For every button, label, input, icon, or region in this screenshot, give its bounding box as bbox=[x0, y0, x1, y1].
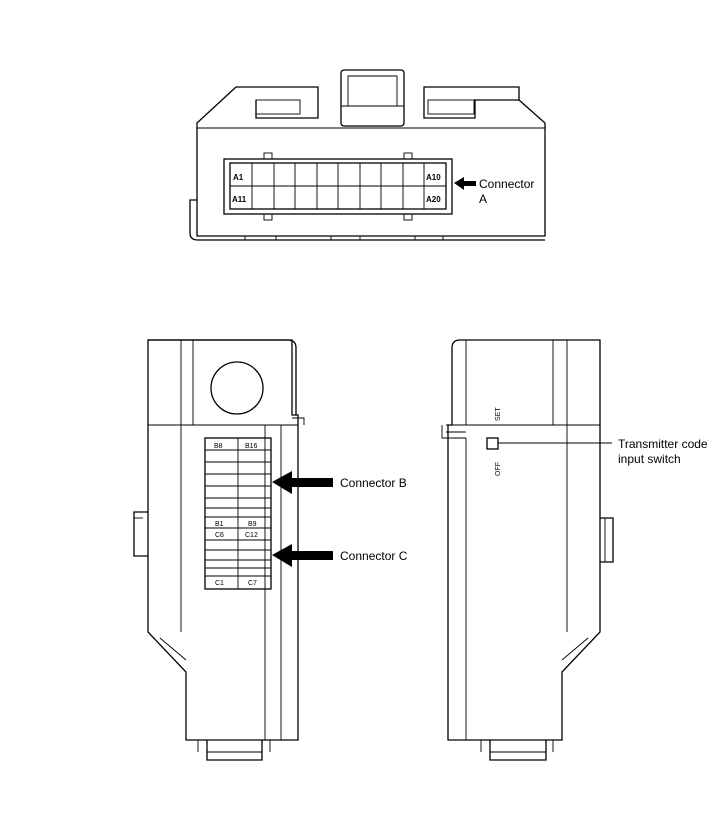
switch-label-line2: input switch bbox=[618, 452, 681, 466]
connector-a-face: A1 A10 A11 A20 bbox=[223, 152, 453, 221]
switch-label-line1: Transmitter code bbox=[618, 437, 708, 451]
pin-a11: A11 bbox=[232, 195, 247, 204]
arrow-left-icon bbox=[454, 177, 476, 190]
left-side-view-housing bbox=[133, 339, 305, 761]
pin-a20: A20 bbox=[426, 195, 441, 204]
connector-c-label: Connector C bbox=[340, 549, 408, 563]
pin-b1: B1 bbox=[215, 521, 224, 528]
transmitter-code-switch: SET OFF Transmitter code input switch bbox=[486, 407, 708, 476]
pin-b8: B8 bbox=[214, 443, 223, 450]
right-side-view-housing bbox=[441, 339, 614, 761]
top-view-housing bbox=[189, 69, 546, 241]
connector-a-callout: Connector A bbox=[454, 177, 534, 206]
connector-a-label-line2: A bbox=[479, 192, 487, 206]
connector-a-label-line1: Connector bbox=[479, 177, 534, 191]
switch-box bbox=[486, 437, 499, 450]
pin-c12: C12 bbox=[245, 532, 258, 539]
pin-b9: B9 bbox=[248, 521, 257, 528]
pin-c7: C7 bbox=[248, 580, 257, 587]
connector-b-label: Connector B bbox=[340, 476, 407, 490]
pin-c6: C6 bbox=[215, 532, 224, 539]
connector-b-callout: Connector B bbox=[272, 471, 407, 494]
pin-c1: C1 bbox=[215, 580, 224, 587]
switch-off-label: OFF bbox=[495, 462, 502, 476]
arrow-left-icon bbox=[272, 471, 333, 494]
connector-bc-face: B8 B16 B1 B9 C6 C12 C1 C7 bbox=[204, 437, 272, 590]
pin-a1: A1 bbox=[233, 173, 244, 182]
pin-b16: B16 bbox=[245, 443, 258, 450]
pin-a10: A10 bbox=[426, 173, 441, 182]
connector-c-callout: Connector C bbox=[272, 544, 408, 567]
switch-set-label: SET bbox=[495, 407, 502, 421]
arrow-left-icon bbox=[272, 544, 333, 567]
